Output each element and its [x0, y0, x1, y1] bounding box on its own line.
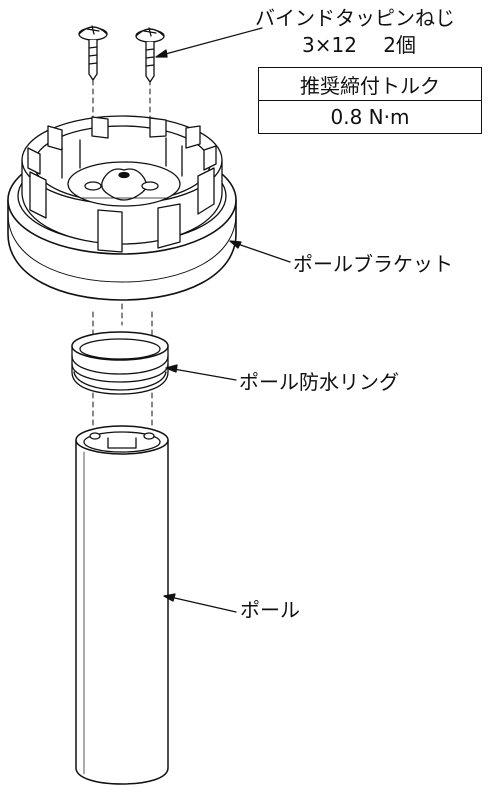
leader-bracket: [229, 240, 291, 263]
pole-waterproof-ring: [71, 331, 169, 395]
screw-right: [135, 27, 165, 83]
leader-screws: [155, 27, 263, 58]
torque-heading: 推奨締付トルク: [258, 67, 482, 101]
screw-name-label: バインドタッピンねじ: [255, 6, 455, 30]
leader-pole: [163, 593, 237, 613]
pole-bracket: [7, 115, 237, 301]
bracket-label: ポールブラケット: [293, 252, 453, 276]
leader-ring: [165, 364, 237, 381]
ring-label: ポール防水リング: [239, 370, 399, 394]
torque-table: 推奨締付トルク 0.8 N·m: [258, 67, 482, 134]
torque-value: 0.8 N·m: [258, 100, 482, 134]
screw-spec-label: 3×12 2個: [302, 33, 417, 57]
screw-left: [78, 25, 108, 81]
pole: [75, 425, 169, 785]
pole-label: ポール: [240, 598, 300, 622]
